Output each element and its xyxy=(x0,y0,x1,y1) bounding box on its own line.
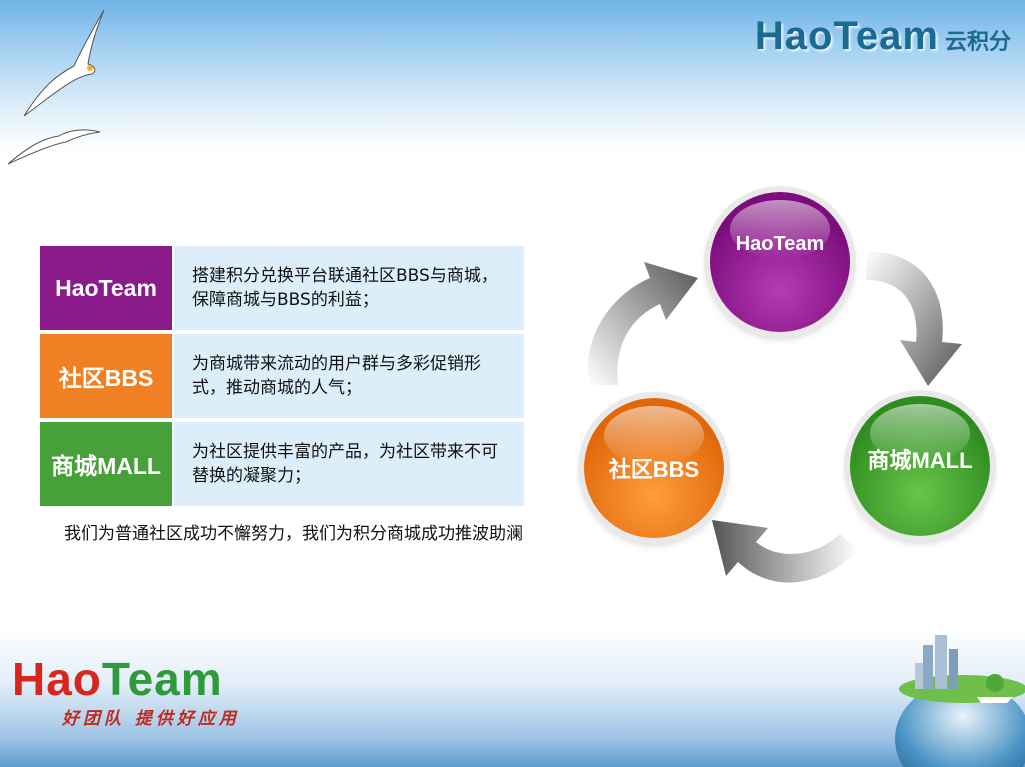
cycle-arrows xyxy=(588,251,962,583)
header-logo: HaoTeam 云积分 xyxy=(755,14,1011,59)
cycle-diagram: HaoTeam 社区BBS 商城MALL xyxy=(570,180,1020,600)
table-row: 社区BBS 为商城带来流动的用户群与多彩促销形式，推动商城的人气； xyxy=(40,334,524,418)
row-label-mall: 商城MALL xyxy=(40,422,172,506)
row-label-haoteam: HaoTeam xyxy=(40,246,172,330)
table-row: 商城MALL 为社区提供丰富的产品，为社区带来不可替换的凝聚力； xyxy=(40,422,524,506)
cycle-node-mall: 商城MALL xyxy=(850,396,990,536)
footer-brand-name: HaoTeam xyxy=(12,653,223,705)
row-desc-haoteam: 搭建积分兑换平台联通社区BBS与商城，保障商城与BBS的利益； xyxy=(174,246,524,330)
arrow-mall-to-bbs xyxy=(712,520,858,583)
arrow-haoteam-to-mall xyxy=(866,251,962,386)
header-background xyxy=(0,0,1025,150)
globe-city-illustration xyxy=(895,635,1025,767)
footnote-text: 我们为普通社区成功不懈努力，我们为积分商城成功推波助澜 xyxy=(64,524,523,544)
cycle-node-haoteam: HaoTeam xyxy=(710,192,850,332)
row-desc-bbs: 为商城带来流动的用户群与多彩促销形式，推动商城的人气； xyxy=(174,334,524,418)
footer-slogan: 好团队 提供好应用 xyxy=(62,709,240,729)
row-label-bbs: 社区BBS xyxy=(40,334,172,418)
footer-background xyxy=(0,627,1025,767)
arrow-bbs-to-haoteam xyxy=(588,262,698,385)
seagull-illustration xyxy=(7,9,105,165)
role-table: HaoTeam 搭建积分兑换平台联通社区BBS与商城，保障商城与BBS的利益； … xyxy=(40,246,524,510)
footer-logo: HaoTeam 好团队 提供好应用 xyxy=(12,654,240,729)
header-brand-sub: 云积分 xyxy=(944,30,1011,55)
table-row: HaoTeam 搭建积分兑换平台联通社区BBS与商城，保障商城与BBS的利益； xyxy=(40,246,524,330)
header-brand-name: HaoTeam xyxy=(754,14,939,58)
row-desc-mall: 为社区提供丰富的产品，为社区带来不可替换的凝聚力； xyxy=(174,422,524,506)
cycle-node-bbs: 社区BBS xyxy=(584,398,724,538)
